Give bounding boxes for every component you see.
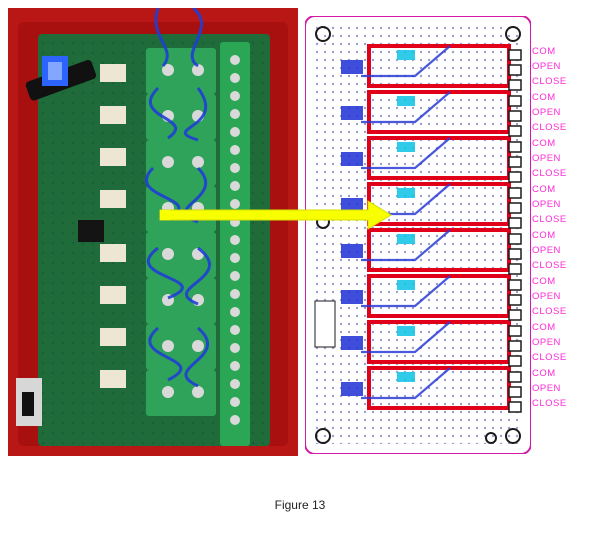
terminal-label-24: CLOSE xyxy=(532,398,567,409)
terminal-label-15: CLOSE xyxy=(532,260,567,271)
relay-board-photo-illustration xyxy=(8,8,298,456)
terminal-label-13: COM xyxy=(532,230,556,241)
terminal-label-2: OPEN xyxy=(532,61,561,72)
relays xyxy=(100,64,126,388)
terminal-label-21: CLOSE xyxy=(532,352,567,363)
terminal-label-9: CLOSE xyxy=(532,168,567,179)
terminal-label-3: CLOSE xyxy=(532,76,567,87)
terminal-label-10: COM xyxy=(532,184,556,195)
terminal-label-7: COM xyxy=(532,138,556,149)
terminal-label-11: OPEN xyxy=(532,199,561,210)
relay-board-photo xyxy=(8,8,298,456)
pcb-layout-illustration xyxy=(305,16,531,454)
terminal-label-23: OPEN xyxy=(532,383,561,394)
terminal-label-20: OPEN xyxy=(532,337,561,348)
figure-caption: Figure 13 xyxy=(274,498,326,512)
terminal-label-6: CLOSE xyxy=(532,122,567,133)
terminal-label-14: OPEN xyxy=(532,245,561,256)
terminal-label-4: COM xyxy=(532,92,556,103)
terminal-label-12: CLOSE xyxy=(532,214,567,225)
terminal-label-8: OPEN xyxy=(532,153,561,164)
terminal-label-16: COM xyxy=(532,276,556,287)
terminal-label-19: COM xyxy=(532,322,556,333)
terminal-label-5: OPEN xyxy=(532,107,561,118)
terminal-label-22: COM xyxy=(532,368,556,379)
terminal-label-18: CLOSE xyxy=(532,306,567,317)
terminal-label-1: COM xyxy=(532,46,556,57)
terminal-label-17: OPEN xyxy=(532,291,561,302)
pcb-layout xyxy=(305,16,531,454)
